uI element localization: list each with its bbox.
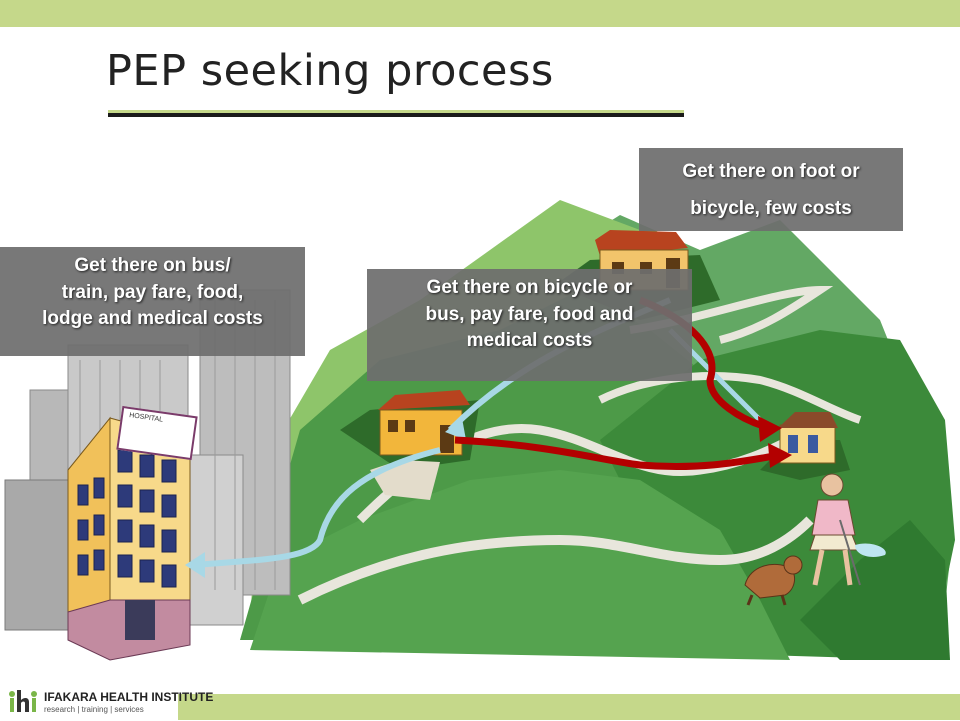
arrowhead-blue-hospital: [185, 552, 205, 578]
callout-bicycle: Get there on bicycle or bus, pay fare, f…: [367, 269, 692, 381]
road-lower: [297, 516, 814, 605]
ihi-logo-icon: [9, 690, 37, 712]
path-red-middle-to-right: [454, 436, 781, 471]
village-house-middle: [340, 390, 480, 500]
callout-bus-line2: train, pay fare, food,: [61, 281, 244, 303]
path-blue-middle-to-hospital: [194, 447, 441, 568]
callout-bus: Get there on bus/ train, pay fare, food,…: [0, 247, 305, 356]
title-underline: [108, 110, 684, 117]
road-right: [598, 372, 862, 424]
logo-tagline: research | training | services: [44, 705, 144, 714]
hill-far-right: [800, 520, 950, 660]
callout-foot: Get there on foot or bicycle, few costs: [639, 148, 903, 231]
callout-foot-line1: Get there on foot or: [682, 161, 860, 182]
bottom-accent-bar: [178, 694, 960, 720]
hill-front: [250, 470, 790, 660]
arrowhead-red-middle: [768, 443, 792, 468]
hospital-sign-text: HOSPITAL: [128, 411, 164, 424]
callout-bus-line3: lodge and medical costs: [42, 308, 263, 330]
arrowhead-red-top: [758, 416, 782, 442]
ifakara-logo: IFAKARA HEALTH INSTITUTE research | trai…: [6, 686, 213, 718]
person-figure: [809, 473, 886, 586]
arrowhead-blue-middle: [445, 418, 466, 440]
callout-bicycle-line3: medical costs: [466, 330, 593, 352]
callout-bicycle-line1: Get there on bicycle or: [426, 277, 633, 298]
callout-bicycle-line2: bus, pay fare, food and: [425, 303, 634, 325]
dog-figure: [744, 555, 803, 606]
callout-bus-line1: Get there on bus/: [74, 255, 231, 276]
logo-name: IFAKARA HEALTH INSTITUTE: [44, 690, 214, 704]
slide-title: PEP seeking process: [106, 46, 554, 96]
top-accent-bar: [0, 0, 960, 27]
callout-foot-line2: bicycle, few costs: [690, 198, 852, 220]
